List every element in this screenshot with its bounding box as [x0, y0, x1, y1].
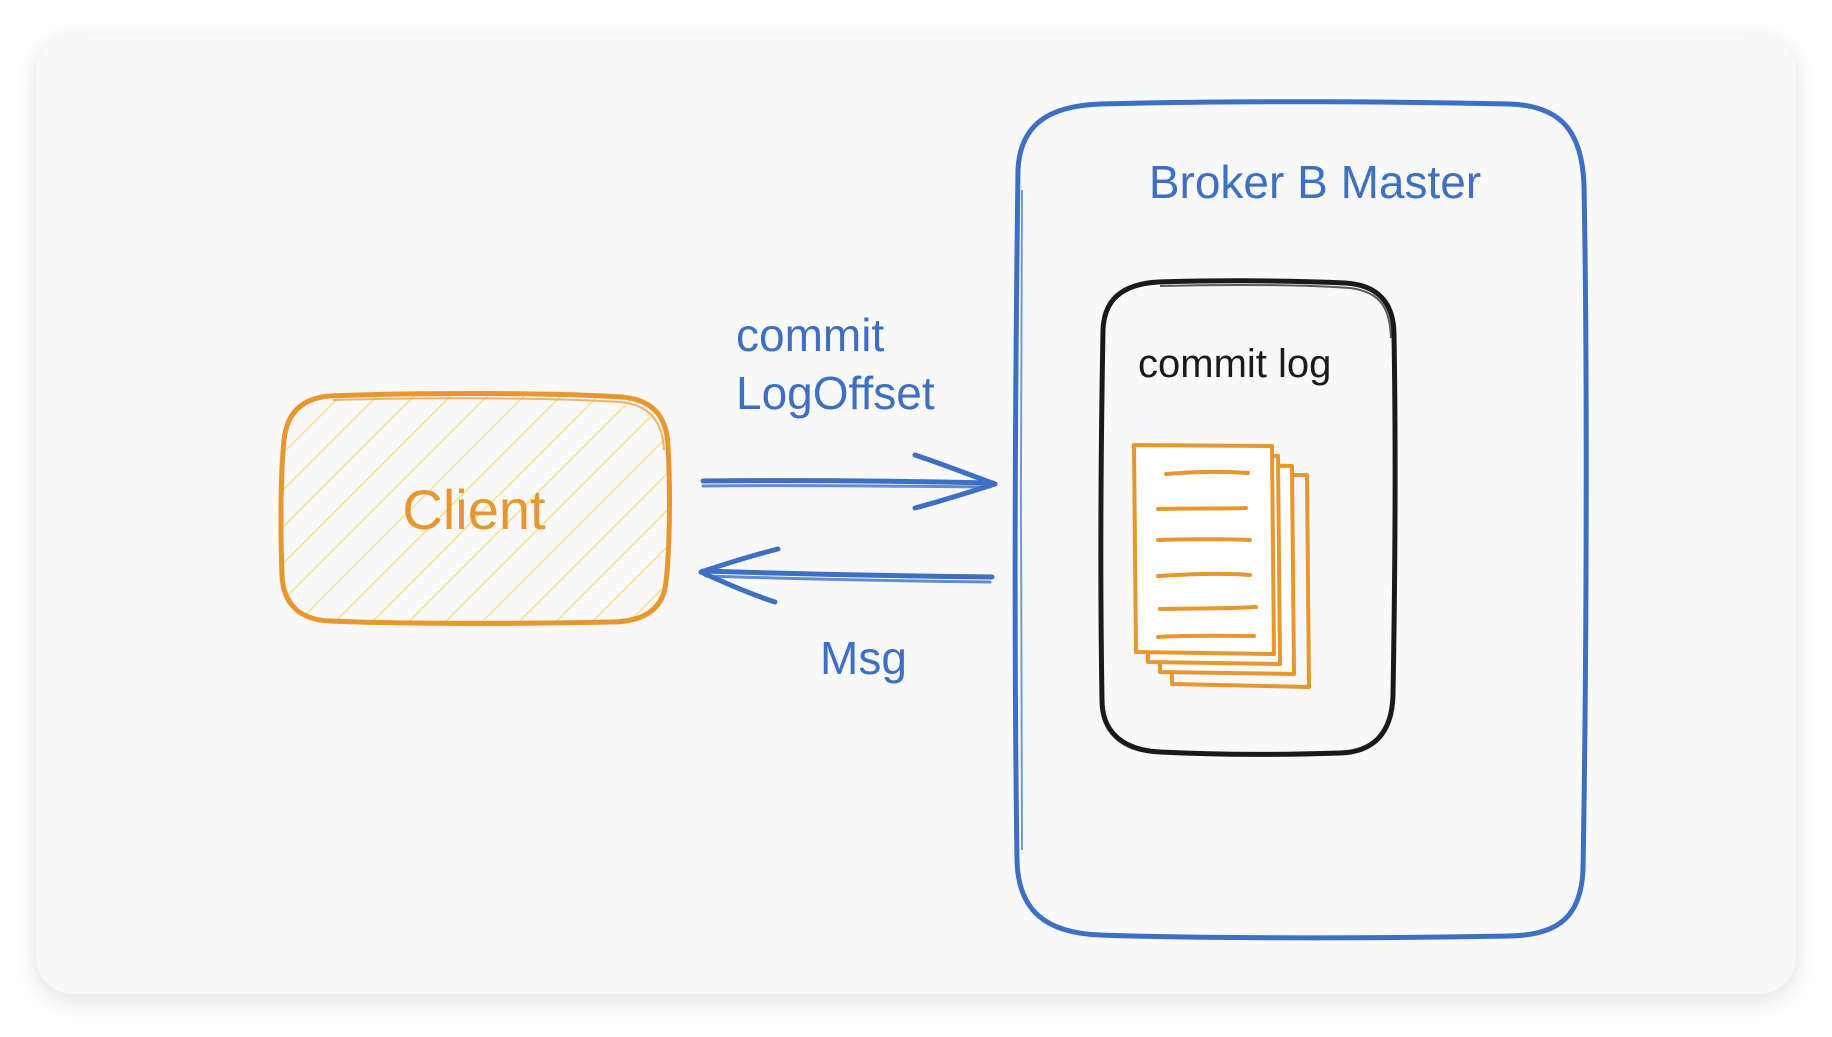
card-background	[36, 36, 1796, 994]
document-stack-icon	[1132, 443, 1311, 689]
document-lines	[1156, 469, 1258, 639]
arrow-request-label-line2: LogOffset	[736, 367, 935, 419]
arrow-msg	[698, 546, 995, 605]
arrow-commit-logoffset	[700, 452, 998, 511]
broker-title: Broker B Master	[1149, 156, 1481, 208]
client-node: Client	[278, 390, 672, 626]
commit-log-node: commit log	[1098, 278, 1398, 757]
commit-log-label: commit log	[1138, 342, 1331, 386]
client-label: Client	[402, 478, 546, 541]
arrow-response-label: Msg	[820, 632, 907, 684]
arrow-request-label-line1: commit	[736, 309, 884, 361]
broker-node: Broker B Master	[1012, 99, 1589, 941]
